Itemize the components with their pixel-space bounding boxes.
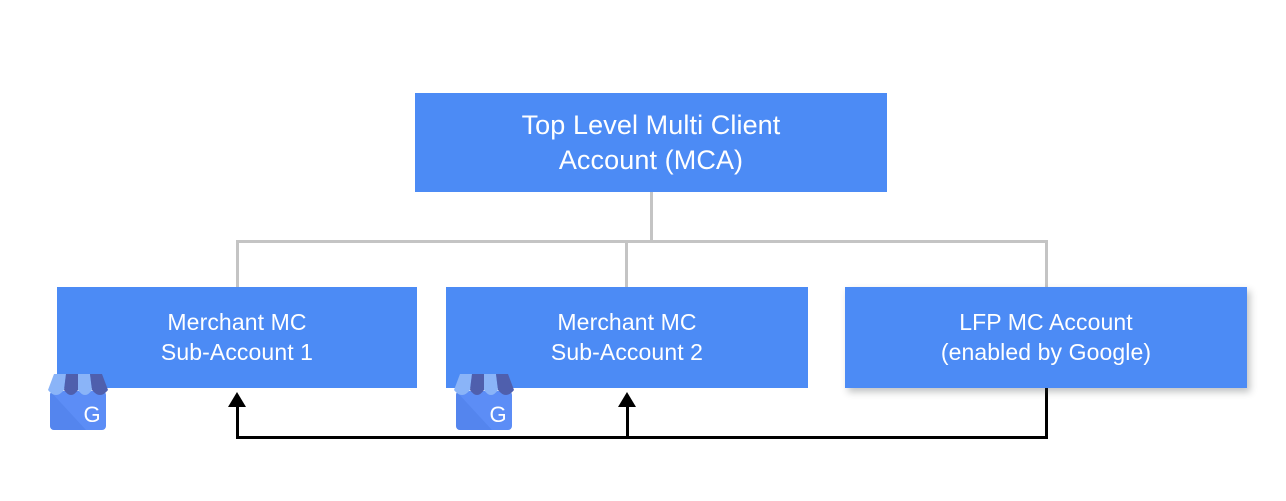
google-business-profile-store-icon: G: [454, 374, 514, 430]
connector-drop-lfp: [1045, 240, 1048, 289]
feedback-rail: [236, 436, 1048, 439]
node-merchant-mc-sub-account-1-label: Merchant MC Sub-Account 1: [160, 309, 314, 365]
node-top-level-mca-label: Top Level Multi Client Account (MCA): [521, 109, 781, 175]
feedback-riser-lfp: [1045, 388, 1048, 439]
google-g-glyph: G: [83, 402, 100, 427]
google-g-glyph: G: [489, 402, 506, 427]
connector-horizontal-rail: [236, 240, 1048, 243]
node-lfp-mc-account-label: LFP MC Account (enabled by Google): [940, 309, 1152, 365]
node-merchant-mc-sub-account-2-label: Merchant MC Sub-Account 2: [550, 309, 704, 365]
connector-drop-sub1: [236, 240, 239, 289]
google-business-profile-store-icon: G: [48, 374, 108, 430]
feedback-riser-sub2: [626, 404, 629, 438]
feedback-riser-sub1: [236, 404, 239, 438]
node-merchant-mc-sub-account-2[interactable]: Merchant MC Sub-Account 2: [446, 287, 808, 388]
connector-drop-sub2: [625, 240, 628, 289]
node-merchant-mc-sub-account-1[interactable]: Merchant MC Sub-Account 1: [57, 287, 417, 388]
node-top-level-mca[interactable]: Top Level Multi Client Account (MCA): [415, 93, 887, 192]
feedback-arrowhead-sub2: [618, 392, 636, 407]
node-lfp-mc-account[interactable]: LFP MC Account (enabled by Google): [845, 287, 1247, 388]
connector-mca-trunk: [650, 192, 653, 243]
feedback-arrowhead-sub1: [228, 392, 246, 407]
